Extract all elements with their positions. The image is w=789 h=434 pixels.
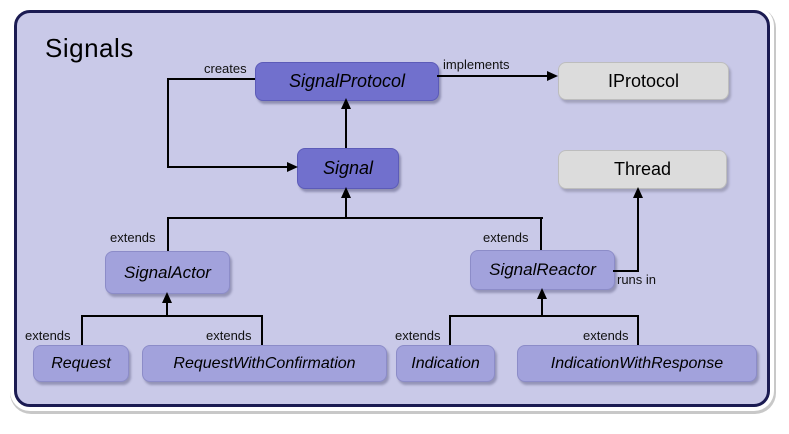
class-box-signal-actor: SignalActor — [105, 251, 230, 294]
edge-label-extends-request: extends — [25, 328, 71, 343]
class-box-iprotocol: IProtocol — [558, 62, 729, 100]
edge-request-crossbar-line — [81, 315, 263, 317]
edge-creates-line-bottom — [167, 166, 289, 168]
edge-label-extends-indication: extends — [395, 328, 441, 343]
edge-label-creates: creates — [204, 61, 247, 76]
edge-generalization-signal-arrowhead-icon — [341, 187, 351, 198]
class-box-request: Request — [33, 345, 129, 382]
edge-runs-in-line-horizontal — [613, 270, 639, 272]
class-box-signal-reactor: SignalReactor — [470, 250, 615, 290]
edge-creates-line-top — [168, 78, 255, 80]
edge-runs-in-line-vertical — [637, 196, 639, 272]
edge-indication-trunk-line — [541, 297, 543, 316]
edge-label-extends-signal-reactor: extends — [483, 230, 529, 245]
edge-implements-arrowhead-icon — [547, 71, 558, 81]
edge-request-with-confirmation-drop-line — [261, 315, 263, 345]
edge-generalization-trunk-line — [345, 196, 347, 219]
edge-creates-line-left — [167, 78, 169, 168]
edge-indication-with-response-drop-line — [637, 315, 639, 345]
class-box-thread: Thread — [558, 150, 727, 189]
edge-label-runs-in: runs in — [617, 272, 657, 287]
edge-signal-reactor-drop-line — [540, 218, 542, 250]
edge-indication-crossbar-line — [449, 315, 639, 317]
class-box-indication-with-response: IndicationWithResponse — [517, 345, 757, 382]
edge-label-extends-indication-with-response: extends — [583, 328, 629, 343]
class-box-indication: Indication — [396, 345, 495, 382]
diagram-title: Signals — [45, 33, 134, 63]
edge-label-extends-signal-actor: extends — [110, 230, 156, 245]
edge-signal-actor-drop-line — [167, 218, 169, 251]
class-box-signal-protocol: SignalProtocol — [255, 62, 439, 101]
edge-signal-actor-arrowhead-icon — [162, 292, 172, 303]
edge-label-implements: implements — [443, 57, 510, 72]
edge-label-extends-request-with-confirmation: extends — [206, 328, 252, 343]
edge-generalization-crossbar-line — [167, 217, 543, 219]
edge-signal-reactor-arrowhead-icon — [537, 288, 547, 299]
edge-signal-to-signalprotocol-arrowhead-icon — [341, 98, 351, 109]
edge-creates-arrowhead-icon — [287, 162, 298, 172]
class-box-request-with-confirmation: RequestWithConfirmation — [142, 345, 387, 382]
edge-implements-line — [437, 75, 550, 77]
edge-request-drop-line — [81, 315, 83, 345]
edge-signal-to-signalprotocol-line — [345, 106, 347, 148]
class-box-signal: Signal — [297, 148, 399, 189]
edge-runs-in-arrowhead-icon — [633, 187, 643, 198]
edge-request-trunk-line — [166, 301, 168, 316]
edge-indication-drop-line — [449, 315, 451, 345]
